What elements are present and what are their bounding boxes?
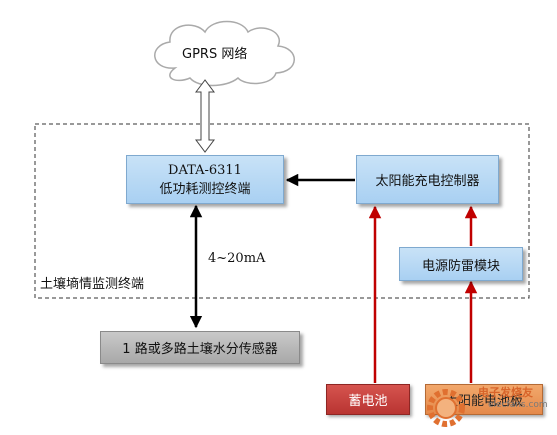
soil-sensor-node: 1 路或多路土壤水分传感器 [100,331,300,364]
data-6311-desc-label: 低功耗测控终端 [159,181,251,197]
solar-controller-node: 太阳能充电控制器 [356,155,499,204]
watermark-text: 电子发烧友 [478,386,533,399]
signal-label: 4~20mA [208,251,266,266]
watermark-url: elecfans.com [488,400,548,410]
gprs-cloud-label: GPRS 网络 [182,47,248,62]
terminal-label: 土壤墒情监测终端 [40,277,145,292]
lightning-module-node: 电源防雷模块 [399,247,523,281]
gprs-link-arrow [195,79,215,153]
battery-node: 蓄电池 [326,384,410,415]
gear-icon [427,389,465,427]
data-6311-model-label: DATA-6311 [168,162,242,178]
terminal-boundary [34,123,530,299]
data-6311-terminal-node: DATA-6311 低功耗测控终端 [126,155,284,204]
watermark-logo [427,389,465,427]
